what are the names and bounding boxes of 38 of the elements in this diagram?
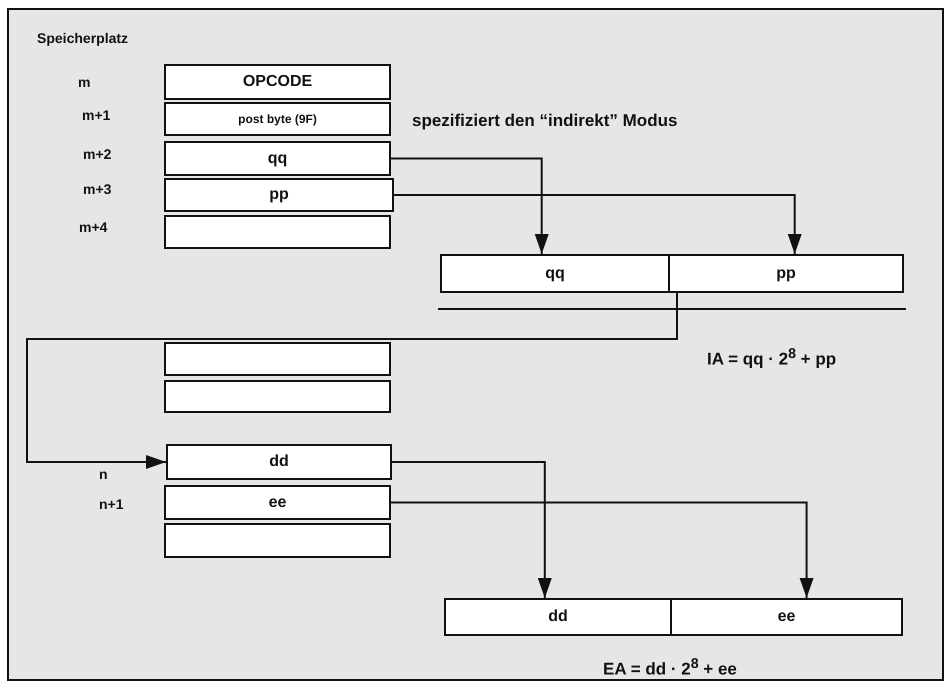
arrow xyxy=(391,158,549,254)
cell-text: OPCODE xyxy=(242,73,312,91)
memory-cell xyxy=(164,215,391,249)
cell-text: ee xyxy=(778,608,796,626)
memory-cell xyxy=(164,178,394,212)
memory-cell xyxy=(164,380,391,413)
address-label: n+1 xyxy=(99,496,124,512)
address-label: m+2 xyxy=(83,146,112,162)
cell-text: dd xyxy=(269,453,289,471)
address-label: m+4 xyxy=(79,219,108,235)
cell-text: pp xyxy=(776,264,796,282)
memory-cell xyxy=(166,444,392,480)
cell-text: qq xyxy=(545,264,565,282)
memory-cell xyxy=(164,342,391,376)
address-label: m xyxy=(78,74,90,90)
memory-cell xyxy=(164,523,391,558)
formula-text: EA = dd · 2$^{8}$ + ee xyxy=(603,656,737,680)
address-label: m+1 xyxy=(82,107,110,123)
arrow xyxy=(392,461,552,598)
arrow xyxy=(394,194,802,254)
formula-text: IA = qq · 2$^{8}$ + pp xyxy=(707,346,836,370)
cell-text: ee xyxy=(268,494,286,512)
cell-text: pp xyxy=(269,186,289,204)
address-label: m+3 xyxy=(83,181,112,197)
memory-cell xyxy=(164,485,391,520)
address-label: n xyxy=(99,466,108,482)
cell-text: qq xyxy=(268,150,288,168)
memory-cell xyxy=(164,64,391,100)
arrow xyxy=(26,293,678,469)
memory-cell xyxy=(164,102,391,136)
cell-text: dd xyxy=(548,608,568,626)
register-box xyxy=(444,598,903,636)
arrow xyxy=(391,502,814,598)
annotation-text: spezifiziert den “indirekt” Modus xyxy=(412,111,678,131)
cell-text: post byte (9F) xyxy=(238,112,317,126)
register-box xyxy=(440,254,904,293)
memory-cell xyxy=(164,141,391,176)
column-heading: Speicherplatz xyxy=(37,30,128,46)
